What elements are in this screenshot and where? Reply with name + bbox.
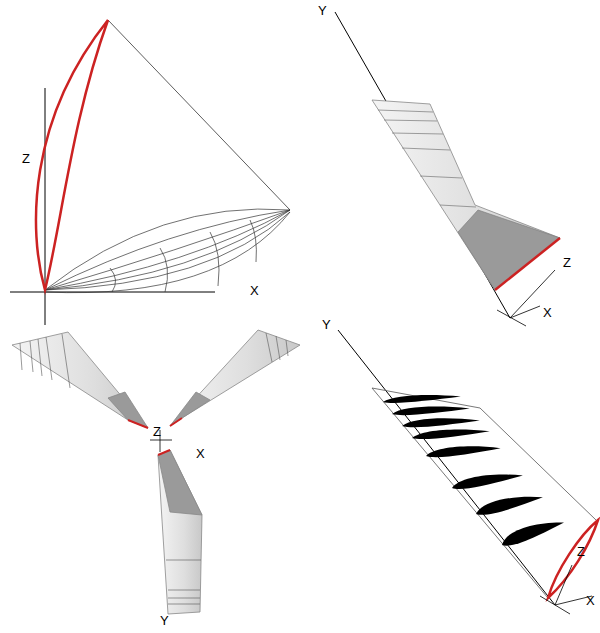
axis-label: X: [196, 447, 205, 460]
rotor-front-view: [12, 330, 300, 614]
axis-label: Y: [160, 614, 169, 627]
blade-sections-view: [338, 330, 598, 614]
axis-label: Z: [22, 152, 30, 165]
blade-side-view: [335, 12, 560, 326]
axis-label: Z: [153, 425, 161, 438]
axis-label: Z: [577, 545, 585, 558]
section-view: [10, 20, 290, 325]
axis-label: Y: [318, 4, 327, 17]
axis-label: Y: [322, 318, 331, 331]
axis-label: X: [250, 284, 259, 297]
axis-label: X: [543, 306, 552, 319]
axis-label: Z: [563, 256, 571, 269]
axis-label: X: [586, 594, 595, 607]
